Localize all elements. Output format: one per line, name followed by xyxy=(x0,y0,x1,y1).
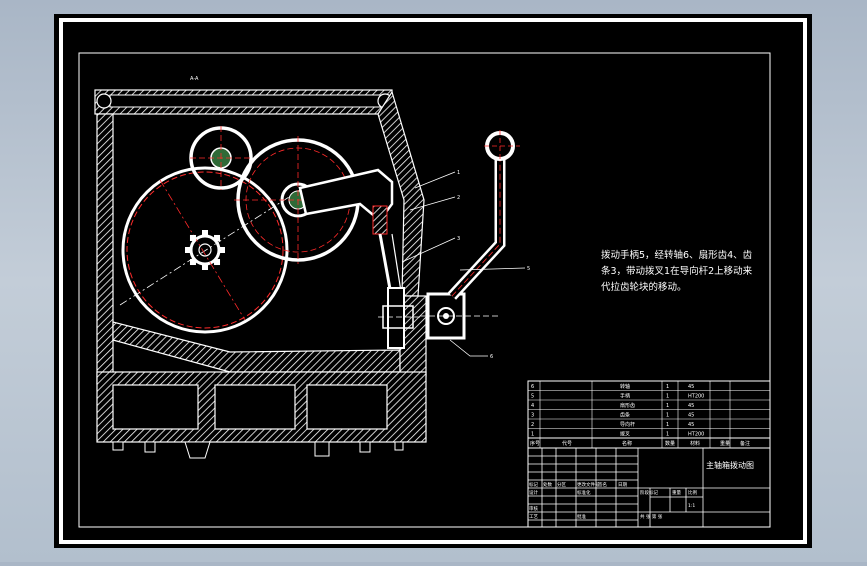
label-process: 工艺 xyxy=(529,514,538,520)
hub-tooth xyxy=(202,264,208,270)
parts-cell-qty: 1 xyxy=(666,432,669,438)
parts-cell-name: 手柄 xyxy=(620,393,630,400)
label-design: 设计 xyxy=(529,489,538,496)
guide-rod[interactable] xyxy=(378,287,420,349)
label-approve: 批准 xyxy=(577,513,586,520)
parts-cell-no: 6 xyxy=(531,384,534,390)
header-qty: 数量 xyxy=(665,440,675,447)
hub-tooth xyxy=(189,259,196,266)
label-change: 更改文件号 xyxy=(577,481,600,488)
hub-tooth xyxy=(185,247,191,253)
label-std: 标准化 xyxy=(577,489,591,496)
shift-fork[interactable] xyxy=(298,168,403,301)
label-weight: 重量 xyxy=(672,489,681,496)
parts-cell-name: 扇形齿 xyxy=(620,402,635,409)
callout-1: 1 xyxy=(457,170,460,176)
parts-cell-no: 1 xyxy=(531,432,534,438)
technical-note: 拨动手柄5，经转轴6、扇形齿4、齿 条3，带动拨叉1在导向杆2上移动来 代拉齿轮… xyxy=(601,249,753,293)
parts-cell-qty: 1 xyxy=(666,394,669,400)
parts-cell-no: 4 xyxy=(531,403,534,409)
hub-tooth xyxy=(219,247,225,253)
label-review: 审核 xyxy=(529,505,538,512)
label-count: 处数 xyxy=(543,481,552,488)
header-remark: 备注 xyxy=(740,440,750,447)
header-material: 材料 xyxy=(690,440,700,447)
label-scale-value: 1:1 xyxy=(688,503,695,509)
parts-cell-no: 5 xyxy=(531,394,534,400)
label-date: 日期 xyxy=(618,482,627,488)
parts-cell-material: HT200 xyxy=(688,432,704,438)
hub-tooth xyxy=(202,230,208,236)
callout-6: 6 xyxy=(490,354,493,360)
callout-3: 3 xyxy=(457,236,460,242)
label-sheets: 共 张 第 张 xyxy=(640,513,663,520)
parts-cell-material: 45 xyxy=(688,413,694,419)
drawing-title: 主轴箱拨动图 xyxy=(706,460,754,470)
parts-cell-material: 45 xyxy=(688,384,694,390)
parts-cell-qty: 1 xyxy=(666,422,669,428)
hub-tooth xyxy=(214,234,221,241)
parts-cell-name: 导向杆 xyxy=(620,421,635,428)
callout-5: 5 xyxy=(527,266,530,272)
parts-cell-material: 45 xyxy=(688,422,694,428)
label-scale: 比例 xyxy=(688,489,697,496)
parts-cell-no: 2 xyxy=(531,422,534,428)
hub-tooth xyxy=(214,259,221,266)
parts-cell-qty: 1 xyxy=(666,413,669,419)
parts-cell-name: 转轴 xyxy=(620,383,630,390)
parts-cell-qty: 1 xyxy=(666,384,669,390)
section-tag: A-A xyxy=(190,76,199,82)
label-mark: 标记 xyxy=(529,481,538,488)
gearbox-housing xyxy=(94,89,427,459)
header-no: 序号 xyxy=(530,440,540,447)
label-sign: 签名 xyxy=(598,481,607,488)
header-name: 名称 xyxy=(622,440,632,447)
header-code: 代号 xyxy=(562,440,572,447)
gear-teeth-large xyxy=(185,230,225,270)
small-gear[interactable] xyxy=(189,126,253,190)
label-stage: 阶段标记 xyxy=(640,489,658,496)
parts-cell-material: 45 xyxy=(688,403,694,409)
hub-tooth xyxy=(189,234,196,241)
handle-lever[interactable] xyxy=(420,130,520,340)
parts-cell-material: HT200 xyxy=(688,394,704,400)
note-line-3: 代拉齿轮块的移动。 xyxy=(601,281,687,293)
callout-2: 2 xyxy=(457,195,460,201)
parts-cell-name: 齿条 xyxy=(620,412,630,419)
inner-frame xyxy=(78,52,771,528)
note-line-2: 条3，带动拨叉1在导向杆2上移动来 xyxy=(601,265,753,277)
title-block-lower xyxy=(528,448,770,527)
parts-cell-name: 拨叉 xyxy=(620,431,630,438)
parts-cell-no: 3 xyxy=(531,413,534,419)
parts-cell-qty: 1 xyxy=(666,403,669,409)
header-weight: 重量 xyxy=(720,440,730,447)
label-zone: 分区 xyxy=(557,481,566,488)
note-line-1: 拨动手柄5，经转轴6、扇形齿4、齿 xyxy=(601,249,753,261)
outer-frame xyxy=(59,18,807,544)
leader-lines xyxy=(401,171,526,357)
